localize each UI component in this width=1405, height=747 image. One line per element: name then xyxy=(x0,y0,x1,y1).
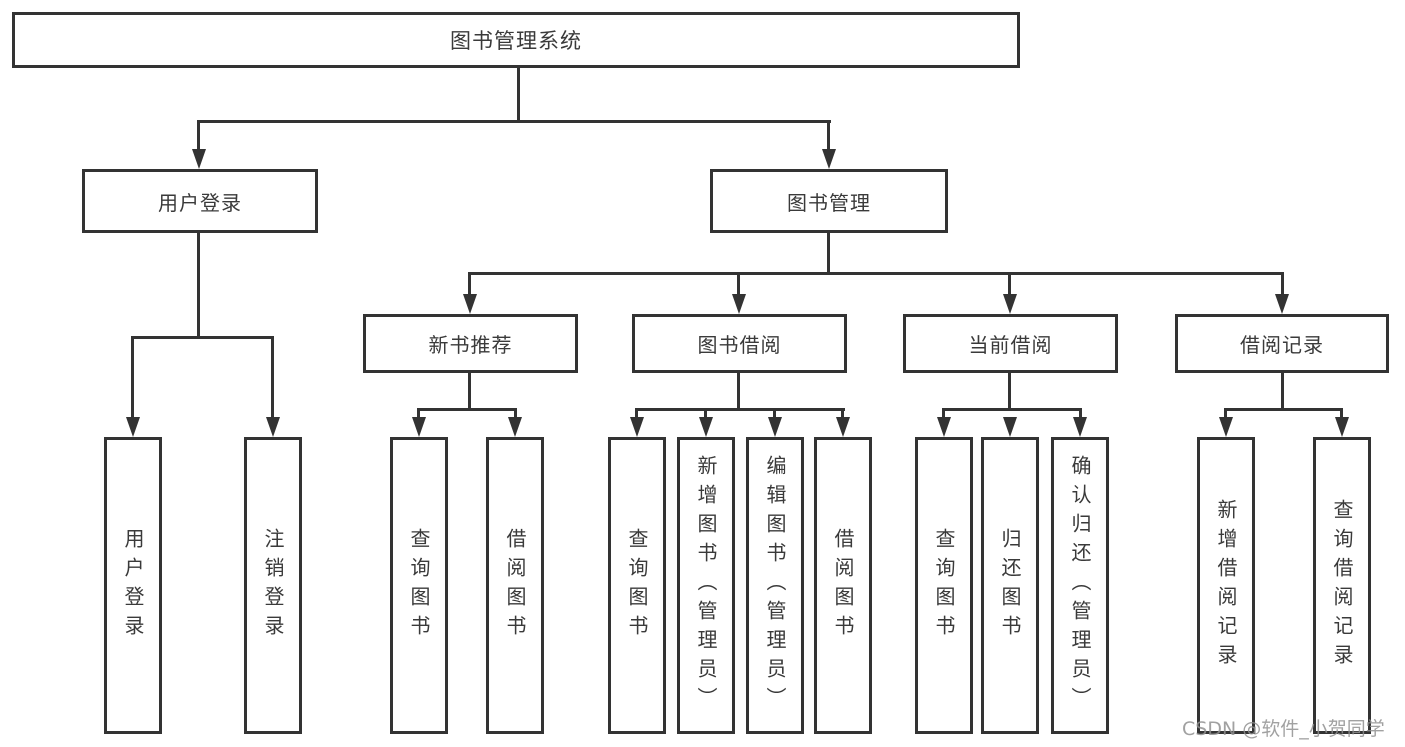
csdn-watermark: CSDN @软件_小贺同学 xyxy=(1182,718,1385,740)
leaf-add-books-admin: 新增图书（管理员） xyxy=(677,437,735,734)
connector-drop xyxy=(1281,272,1284,297)
connector-root-branch xyxy=(197,120,831,123)
connector-branch xyxy=(1224,408,1343,411)
leaf-query-books-borrow: 查询图书 xyxy=(608,437,666,734)
connector-drop xyxy=(131,336,134,420)
arrow-down-icon xyxy=(768,417,782,437)
arrow-down-icon xyxy=(836,417,850,437)
connector-stem xyxy=(1008,373,1011,408)
node-label: 当前借阅 xyxy=(968,333,1053,357)
arrow-down-icon xyxy=(1335,417,1349,437)
connector-root-stem xyxy=(517,68,520,120)
connector-drop xyxy=(417,408,420,420)
connector-drop xyxy=(1224,408,1227,420)
leaf-confirm-return-admin: 确认归还（管理员） xyxy=(1051,437,1109,734)
node-current-borrow: 当前借阅 xyxy=(903,314,1118,373)
arrow-down-icon xyxy=(508,417,522,437)
arrow-down-icon xyxy=(1219,417,1233,437)
arrow-down-icon xyxy=(126,417,140,437)
connector-bookmgmt-stem xyxy=(827,233,830,272)
leaf-label: 查询图书 xyxy=(407,527,431,644)
connector-stem xyxy=(737,373,740,408)
connector-branch xyxy=(417,408,517,411)
arrow-down-icon xyxy=(266,417,280,437)
connector-drop xyxy=(635,408,638,420)
connector-stem xyxy=(468,373,471,408)
arrow-down-icon xyxy=(630,417,644,437)
connector-userlogin-stem xyxy=(197,233,200,336)
leaf-label: 新增图书（管理员） xyxy=(694,455,718,716)
leaf-label: 借阅图书 xyxy=(503,527,527,644)
arrow-down-icon xyxy=(937,417,951,437)
leaf-add-borrow-record: 新增借阅记录 xyxy=(1197,437,1255,734)
arrow-down-icon xyxy=(822,149,836,169)
connector-stem xyxy=(1281,373,1284,408)
node-borrow-records: 借阅记录 xyxy=(1175,314,1389,373)
leaf-label: 归还图书 xyxy=(998,527,1022,644)
leaf-logout: 注销登录 xyxy=(244,437,302,734)
node-book-borrow: 图书借阅 xyxy=(632,314,847,373)
node-label: 图书借阅 xyxy=(697,333,782,357)
leaf-return-books: 归还图书 xyxy=(981,437,1039,734)
leaf-label: 查询图书 xyxy=(625,527,649,644)
arrow-down-icon xyxy=(192,149,206,169)
node-label: 借阅记录 xyxy=(1240,333,1324,357)
connector-drop-user-login xyxy=(197,120,200,152)
arrow-down-icon xyxy=(412,417,426,437)
node-user-login: 用户登录 xyxy=(82,169,318,233)
leaf-label: 查询图书 xyxy=(932,527,956,644)
connector-branch xyxy=(635,408,845,411)
leaf-query-books-current: 查询图书 xyxy=(915,437,973,734)
connector-drop-book-mgmt xyxy=(827,120,830,152)
connector-drop xyxy=(271,336,274,420)
arrow-down-icon xyxy=(1003,417,1017,437)
leaf-label: 注销登录 xyxy=(261,527,285,644)
leaf-label: 新增借阅记录 xyxy=(1214,498,1238,673)
node-label: 新书推荐 xyxy=(428,333,513,357)
connector-drop xyxy=(773,408,776,420)
node-new-book-recommend: 新书推荐 xyxy=(363,314,578,373)
arrow-down-icon xyxy=(1073,417,1087,437)
connector-drop xyxy=(841,408,844,420)
leaf-label: 确认归还（管理员） xyxy=(1068,455,1092,716)
leaf-label: 用户登录 xyxy=(121,527,145,644)
node-label: 图书管理系统 xyxy=(450,29,582,53)
leaf-user-login: 用户登录 xyxy=(104,437,162,734)
arrow-down-icon xyxy=(732,294,746,314)
connector-drop xyxy=(1079,408,1082,420)
leaf-label: 查询借阅记录 xyxy=(1330,498,1354,673)
leaf-query-books-recommend: 查询图书 xyxy=(390,437,448,734)
node-root-library-system: 图书管理系统 xyxy=(12,12,1020,68)
leaf-label: 借阅图书 xyxy=(831,527,855,644)
connector-drop xyxy=(1340,408,1343,420)
connector-bookmgmt-branch xyxy=(468,272,1284,275)
leaf-query-borrow-record: 查询借阅记录 xyxy=(1313,437,1371,734)
connector-drop xyxy=(942,408,945,420)
arrow-down-icon xyxy=(463,294,477,314)
connector-drop xyxy=(514,408,517,420)
connector-drop xyxy=(468,272,471,297)
leaf-borrow-books-recommend: 借阅图书 xyxy=(486,437,544,734)
arrow-down-icon xyxy=(699,417,713,437)
leaf-label: 编辑图书（管理员） xyxy=(763,455,787,716)
node-label: 图书管理 xyxy=(787,190,871,215)
connector-branch xyxy=(942,408,1082,411)
connector-drop xyxy=(737,272,740,297)
arrow-down-icon xyxy=(1003,294,1017,314)
connector-drop xyxy=(704,408,707,420)
connector-drop xyxy=(1008,272,1011,297)
leaf-borrow-books: 借阅图书 xyxy=(814,437,872,734)
node-label: 用户登录 xyxy=(158,190,242,215)
arrow-down-icon xyxy=(1275,294,1289,314)
leaf-edit-books-admin: 编辑图书（管理员） xyxy=(746,437,804,734)
connector-userlogin-branch xyxy=(131,336,274,339)
node-book-management: 图书管理 xyxy=(710,169,948,233)
